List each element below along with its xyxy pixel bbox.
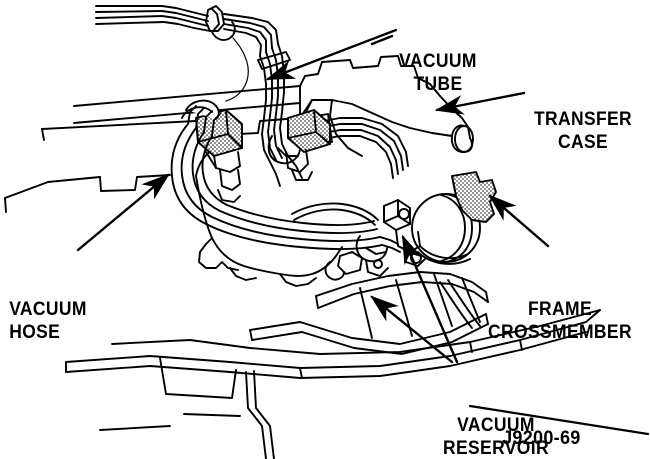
frame-rail bbox=[65, 309, 601, 459]
connector-block-right bbox=[267, 109, 331, 181]
vacuum-reservoir-canister bbox=[411, 171, 497, 265]
label-frame-crossmember: FRAME CROSSMEMBER bbox=[488, 299, 632, 343]
ground-line bbox=[468, 404, 650, 436]
label-transfer-case: TRANSFER CASE bbox=[533, 109, 633, 153]
drawing-code: J9200-69 bbox=[502, 428, 581, 449]
leader-vacuum-reservoir-a bbox=[401, 234, 459, 364]
label-vacuum-tube: VACUUM TUBE bbox=[399, 51, 477, 95]
floor-pan bbox=[4, 85, 301, 213]
connector-block-left bbox=[181, 99, 243, 203]
leader-frame-crossmember bbox=[488, 194, 550, 248]
leader-transfer-case bbox=[434, 91, 526, 115]
leader-vacuum-hose bbox=[76, 173, 170, 252]
label-vacuum-hose: VACUUM HOSE bbox=[9, 299, 87, 343]
vacuum-hose-loop bbox=[170, 105, 401, 253]
leader-vacuum-tube-tick bbox=[370, 34, 394, 46]
label-vacuum-reservoir: VACUUM RESERVOIR bbox=[443, 415, 549, 459]
leader-vacuum-tube bbox=[265, 28, 398, 81]
leader-vacuum-reservoir-b bbox=[370, 295, 454, 364]
frame-crossmember bbox=[249, 271, 489, 355]
reservoir-fitting-cluster bbox=[324, 199, 427, 281]
vacuum-tube-bundle bbox=[95, 5, 303, 187]
